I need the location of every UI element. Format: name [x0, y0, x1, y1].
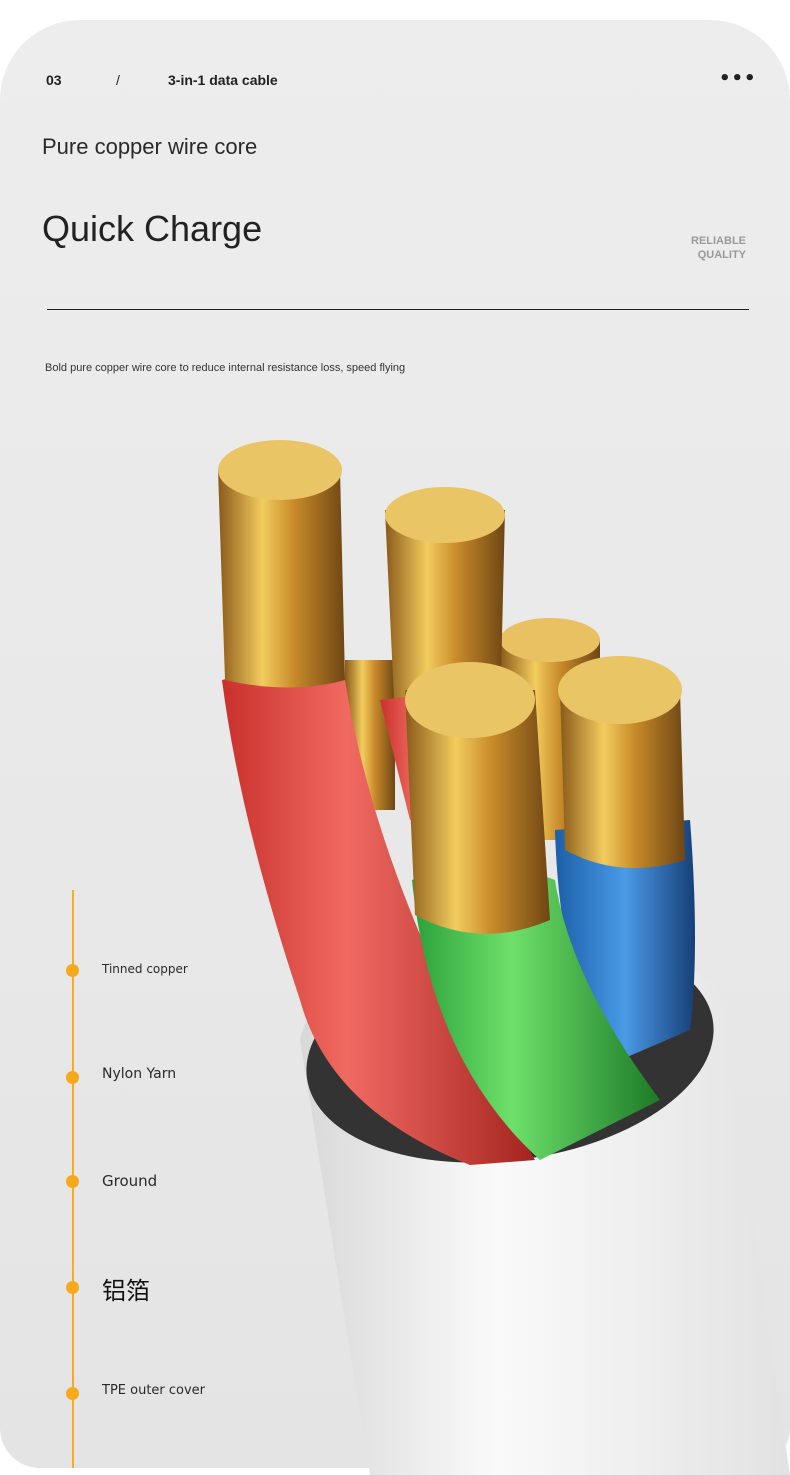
- product-name: 3-in-1 data cable: [168, 72, 278, 88]
- breadcrumb-separator: /: [116, 72, 120, 88]
- more-dots-icon[interactable]: •••: [719, 68, 757, 89]
- divider: [47, 309, 749, 310]
- layer-label: 铝箔: [102, 1277, 150, 1305]
- green-wire: [412, 865, 660, 1160]
- quality-badge: RELIABLE QUALITY: [670, 234, 746, 262]
- page-title: Quick Charge: [42, 208, 263, 249]
- badge-line-1: RELIABLE: [691, 235, 746, 247]
- layer-label: Nylon Yarn: [102, 1066, 177, 1082]
- section-number: 03: [46, 72, 62, 88]
- timeline-dot: [66, 964, 79, 977]
- copper-core-green: [405, 662, 550, 934]
- timeline-dot: [66, 1281, 79, 1294]
- timeline-dot: [66, 1387, 79, 1400]
- timeline-dot: [66, 1175, 79, 1188]
- copper-core-red: [218, 440, 345, 688]
- subtitle: Pure copper wire core: [42, 134, 258, 159]
- layer-label: Tinned copper: [102, 962, 188, 976]
- timeline-dot: [66, 1071, 79, 1084]
- layer-label: Ground: [102, 1172, 158, 1190]
- badge-line-2: QUALITY: [697, 249, 746, 261]
- layer-label: TPE outer cover: [102, 1383, 206, 1398]
- description: Bold pure copper wire core to reduce int…: [45, 362, 406, 374]
- copper-core-blue: [558, 656, 685, 868]
